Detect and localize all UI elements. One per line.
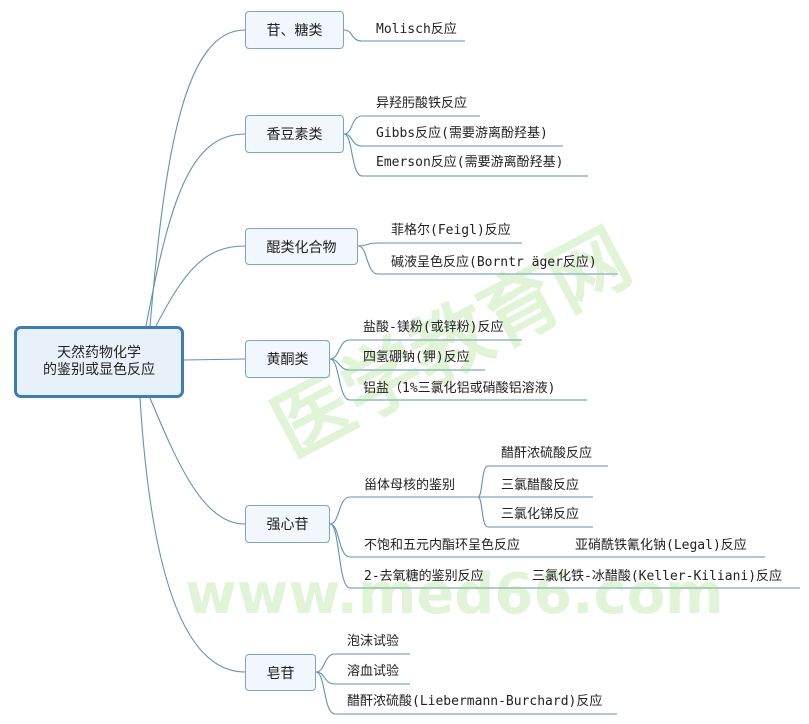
leaf-sbcl3[interactable]: 三氯化锑反应 (501, 507, 580, 522)
connector-root-quinones (155, 245, 246, 327)
connector-leaf-16 (315, 671, 410, 685)
branch-glycosides-sugars[interactable]: 苷、糖类 (245, 11, 344, 49)
leaf-emerson[interactable]: Emerson反应(需要游离酚羟基) (376, 155, 564, 170)
connector-leaf-5 (357, 245, 618, 275)
branch-flavonoids[interactable]: 黄酮类 (245, 340, 330, 378)
branch-coumarins[interactable]: 香豆素类 (245, 115, 344, 153)
branch-label: 醌类化合物 (266, 239, 337, 256)
connector-leaf-11 (329, 523, 800, 589)
branch-label: 黄酮类 (266, 352, 309, 368)
leaf-gibbs[interactable]: Gibbs反应(需要游离酚羟基) (376, 126, 548, 141)
leaf-legal[interactable]: 亚硝酰铁氰化钠(Legal)反应 (575, 538, 747, 553)
leaf-hydroxamic-iron[interactable]: 异羟肟酸铁反应 (376, 96, 468, 111)
connector-root-cardiac (149, 397, 246, 525)
leaf-liebermann-burchard[interactable]: 醋酐浓硫酸(Liebermann-Burchard)反应 (347, 694, 603, 709)
connector-leaf-3 (343, 133, 588, 177)
leaf-nabh4[interactable]: 四氢硼钠(钾)反应 (363, 350, 470, 365)
connector-leaf-14 (477, 496, 593, 528)
root-title-line1: 天然药物化学 (57, 345, 141, 361)
connector-root-flavonoids (183, 358, 246, 361)
leaf-unsaturated-lactone[interactable]: 不饱和五元内酯环呈色反应 (364, 538, 521, 553)
connector-root-coumarins (145, 133, 246, 327)
branch-cardiac-glycosides[interactable]: 强心苷 (245, 505, 330, 543)
leaf-2-deoxy-sugar[interactable]: 2-去氧糖的鉴别反应 (364, 569, 484, 584)
root-node[interactable]: 天然药物化学 的鉴别或显色反应 (14, 326, 184, 398)
connector-leaf-8 (329, 358, 587, 401)
leaf-hcl-mg[interactable]: 盐酸-镁粉(或锌粉)反应 (363, 320, 504, 335)
branch-label: 强心苷 (266, 517, 309, 533)
leaf-hemolysis-test[interactable]: 溶血试验 (347, 664, 400, 679)
root-title-line2: 的鉴别或显色反应 (43, 362, 155, 378)
connector-leaf-9 (329, 496, 478, 525)
connector-root-saponins (139, 397, 246, 673)
connector-leaf-17 (315, 671, 617, 715)
leaf-keller-kiliani[interactable]: 三氯化铁-冰醋酸(Keller-Kiliani)反应 (532, 569, 783, 584)
connector-leaf-12 (477, 465, 608, 498)
leaf-aluminium-salt[interactable]: 铝盐（1%三氯化铝或硝酸铝溶液) (363, 381, 556, 396)
branch-label: 香豆素类 (266, 127, 323, 143)
connector-leaf-4 (357, 242, 522, 247)
connector-leaf-7 (329, 358, 485, 371)
leaf-acetic-anhydride-h2so4[interactable]: 醋酐浓硫酸反应 (501, 446, 593, 461)
connector-root-glycosides (149, 29, 246, 327)
leaf-borntrager[interactable]: 碱液呈色反应(Borntr äger反应) (391, 255, 597, 270)
leaf-foam-test[interactable]: 泡沫试验 (347, 634, 400, 649)
branch-label: 皂苷 (266, 665, 295, 682)
branch-saponins[interactable]: 皂苷 (245, 654, 316, 691)
connector-leaf-2 (343, 133, 563, 147)
connector-leaf-1 (343, 115, 480, 135)
connector-leaf-15 (315, 653, 410, 673)
leaf-feigl[interactable]: 菲格尔(Feigl)反应 (391, 223, 511, 238)
leaf-trichloroacetic[interactable]: 三氯醋酸反应 (501, 478, 580, 493)
branch-label: 苷、糖类 (266, 23, 323, 39)
branch-quinones[interactable]: 醌类化合物 (245, 228, 358, 265)
connector-leaf-6 (329, 339, 522, 360)
connector-leaf-0 (343, 29, 465, 42)
leaf-steroid-nucleus[interactable]: 甾体母核的鉴别 (364, 478, 456, 493)
leaf-molisch[interactable]: Molisch反应 (376, 22, 457, 37)
